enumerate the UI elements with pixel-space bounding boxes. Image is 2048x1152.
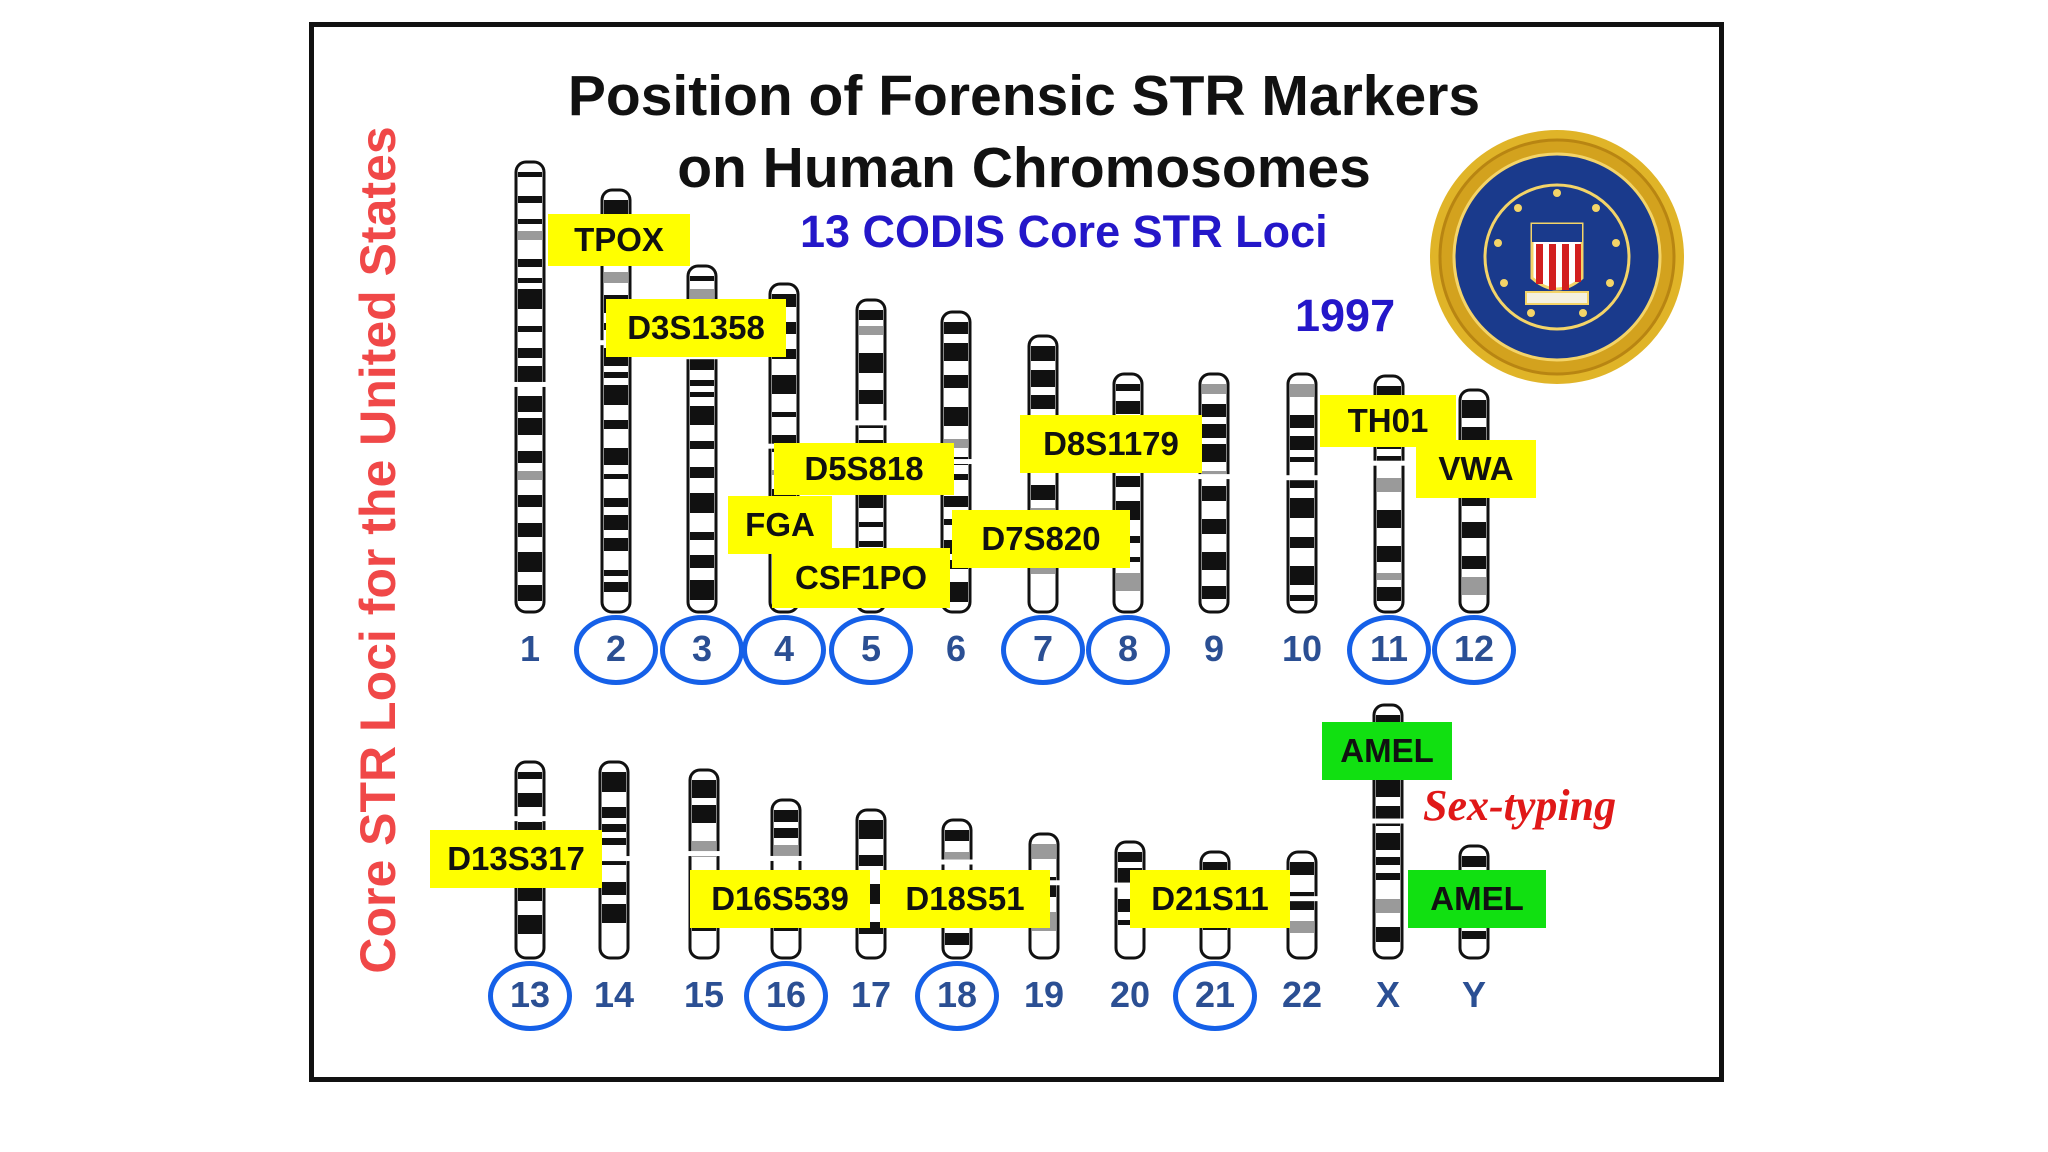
- marker-d3s1358: D3S1358: [606, 299, 786, 357]
- chromosome-22: [1286, 850, 1318, 960]
- chromosome-8: [1112, 372, 1144, 614]
- sex-typing-label: Sex-typing: [1423, 781, 1617, 830]
- subtitle: 13 CODIS Core STR Loci: [800, 206, 1328, 257]
- chromosome-number-9: 9: [1203, 628, 1225, 669]
- chromosome-number-11: 11: [1369, 628, 1409, 669]
- circle-chromosome-13: [488, 961, 572, 1031]
- chromosome-number-13: 13: [509, 974, 551, 1015]
- circle-chromosome-4: [742, 615, 826, 685]
- chromosome-number-14: 14: [593, 974, 635, 1015]
- chromosome-1: [514, 160, 546, 614]
- circle-chromosome-2: [574, 615, 658, 685]
- chromosome-number-4: 4: [773, 628, 795, 669]
- fbi-seal-icon: [1430, 130, 1684, 384]
- marker-d8s1179: D8S1179: [1020, 415, 1202, 473]
- chromosome-number-10: 10: [1281, 628, 1323, 669]
- circle-chromosome-8: [1086, 615, 1170, 685]
- chromosome-number-x: X: [1375, 974, 1401, 1015]
- chromosome-number-7: 7: [1032, 628, 1054, 669]
- chromosome-10: [1286, 372, 1318, 614]
- marker-d7s820: D7S820: [952, 510, 1130, 568]
- circle-chromosome-5: [829, 615, 913, 685]
- chromosome-number-6: 6: [945, 628, 967, 669]
- chromosome-15: [688, 768, 720, 960]
- marker-th01: TH01: [1320, 395, 1456, 447]
- chromosome-number-1: 1: [519, 628, 541, 669]
- chromosome-9: [1198, 372, 1230, 614]
- circle-chromosome-21: [1173, 961, 1257, 1031]
- marker-d21s11: D21S11: [1130, 870, 1290, 928]
- chromosome-number-20: 20: [1109, 974, 1151, 1015]
- chromosome-number-21: 21: [1194, 974, 1236, 1015]
- chromosome-number-12: 12: [1453, 628, 1495, 669]
- chromosome-number-5: 5: [860, 628, 882, 669]
- title-line-2: on Human Chromosomes: [677, 136, 1371, 200]
- chromosome-number-3: 3: [691, 628, 713, 669]
- chromosome-number-18: 18: [936, 974, 978, 1015]
- chromosome-number-y: Y: [1461, 974, 1487, 1015]
- title-line-1: Position of Forensic STR Markers: [567, 64, 1481, 128]
- circle-chromosome-16: [744, 961, 828, 1031]
- chromosome-7: [1027, 334, 1059, 614]
- chromosome-12: [1458, 388, 1490, 614]
- chromosome-number-19: 19: [1023, 974, 1065, 1015]
- chromosome-number-15: 15: [683, 974, 725, 1015]
- marker-amel-x: AMEL: [1322, 722, 1452, 780]
- marker-amel-y: AMEL: [1408, 870, 1546, 928]
- circle-chromosome-11: [1347, 615, 1431, 685]
- marker-tpox: TPOX: [548, 214, 690, 266]
- marker-d5s818: D5S818: [774, 443, 954, 495]
- marker-csf1po: CSF1PO: [772, 548, 950, 608]
- circle-chromosome-7: [1001, 615, 1085, 685]
- marker-vwa: VWA: [1416, 440, 1536, 498]
- chromosome-number-8: 8: [1117, 628, 1139, 669]
- marker-fga: FGA: [728, 496, 832, 554]
- chromosome-number-17: 17: [850, 974, 892, 1015]
- chromosome-number-16: 16: [765, 974, 807, 1015]
- circle-chromosome-12: [1432, 615, 1516, 685]
- marker-d18s51: D18S51: [880, 870, 1050, 928]
- chromosome-number-22: 22: [1281, 974, 1323, 1015]
- year-label: 1997: [1295, 290, 1396, 341]
- chromosome-14: [598, 760, 630, 960]
- marker-d13s317: D13S317: [430, 830, 602, 888]
- chromosome-number-2: 2: [605, 628, 627, 669]
- circle-chromosome-3: [660, 615, 744, 685]
- circle-chromosome-18: [915, 961, 999, 1031]
- marker-d16s539: D16S539: [690, 870, 870, 928]
